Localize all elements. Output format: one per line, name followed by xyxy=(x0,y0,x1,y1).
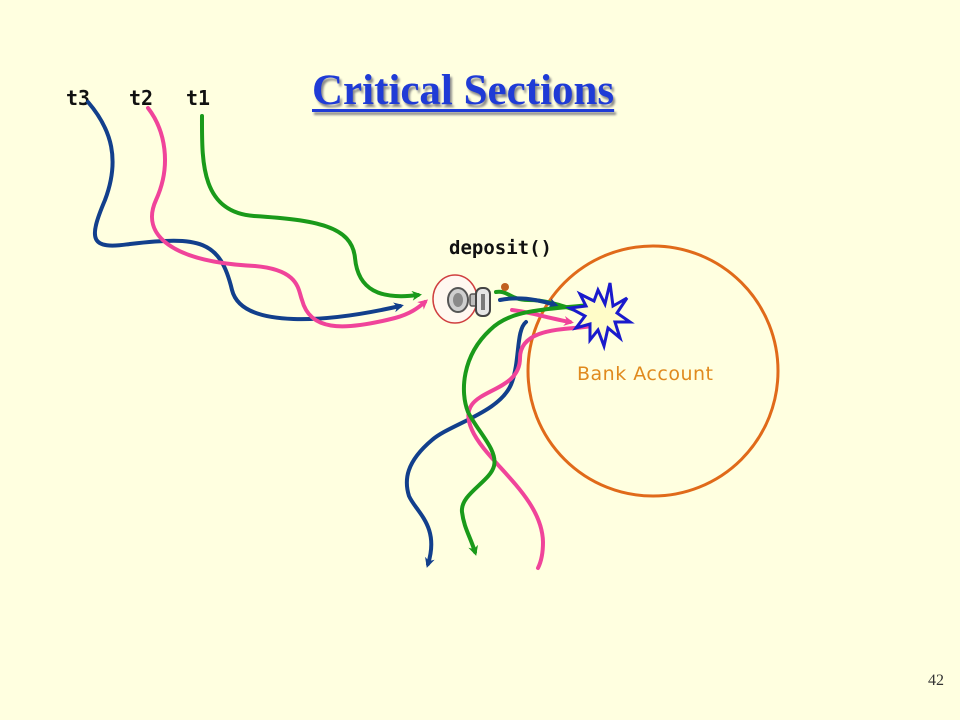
thread-t3-enter-path xyxy=(498,296,559,308)
thread-label-t3: t3 xyxy=(66,86,91,110)
slide-title: Critical Sections xyxy=(312,67,615,114)
bank-account-label: Bank Account xyxy=(577,363,714,385)
starburst-collision-icon xyxy=(565,282,635,352)
thread-t2-outgoing-path xyxy=(466,324,594,570)
bank-account-circle xyxy=(526,244,780,498)
padlock-key-icon xyxy=(432,274,509,324)
deposit-method-label: deposit() xyxy=(449,237,552,259)
page-number: 42 xyxy=(928,672,944,689)
thread-t1-incoming-path xyxy=(199,114,422,301)
thread-t1-outgoing-path xyxy=(460,303,592,556)
thread-t3-incoming-path xyxy=(86,100,404,322)
thread-label-t1: t1 xyxy=(186,86,211,110)
thread-t2-incoming-path xyxy=(146,106,429,329)
thread-t2-enter-path xyxy=(510,308,574,326)
thread-label-t2: t2 xyxy=(129,86,154,110)
thread-t3-outgoing-path xyxy=(404,320,528,568)
